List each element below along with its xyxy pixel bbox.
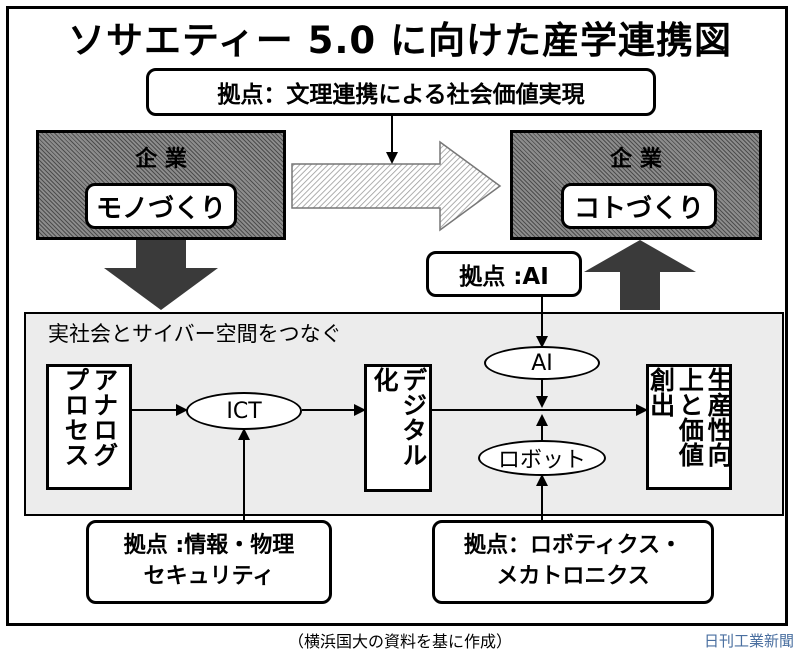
hub-robotics-line2: メカトロニクス — [496, 564, 650, 589]
hub-robotics-line1: 拠点：ロボティクス・ — [463, 533, 683, 559]
analog-process-label: アナログプロセス — [61, 367, 119, 467]
diagram-frame — [6, 6, 788, 626]
digitalization-label: デジタル化 — [370, 367, 428, 467]
productivity-label: 生産性向上と価値創出 — [646, 367, 734, 467]
down-arrow-left — [104, 240, 218, 310]
diagram-title: ソサエティー 5.0 に向けた産学連携図 — [67, 19, 733, 62]
analog-process-box: アナログプロセス — [46, 364, 132, 490]
ai-label: AI — [531, 350, 553, 376]
robot-label: ロボット — [497, 448, 586, 473]
enterprise-left-box: 企 業 モノづくり — [36, 130, 286, 240]
hub-top-box: 拠点：文理連携による社会価値実現 — [146, 68, 656, 116]
kotozukuri-pill: コトづくり — [561, 183, 717, 229]
enterprise-right-box: 企 業 コトづくり — [510, 130, 762, 240]
enterprise-left-heading: 企 業 — [135, 147, 187, 172]
hub-ai-box: 拠点 :AI — [426, 251, 582, 297]
robot-ellipse: ロボット — [478, 440, 606, 476]
ai-ellipse: AI — [484, 346, 600, 380]
up-arrow-right — [584, 240, 696, 310]
hub-info-line1: 拠点 :情報・物理 — [123, 533, 295, 559]
hub-info-line2: セキュリティ — [143, 564, 275, 589]
publisher-credit: 日刊工業新聞 — [703, 632, 794, 650]
servitization-arrow — [291, 140, 502, 232]
ict-ellipse: ICT — [186, 392, 302, 430]
source-caption: （横浜国大の資料を基に作成） — [287, 632, 512, 651]
productivity-box: 生産性向上と価値創出 — [646, 364, 734, 490]
hub-info-security-box: 拠点 :情報・物理 セキュリティ — [86, 520, 332, 604]
ict-label: ICT — [226, 398, 262, 424]
enterprise-right-heading: 企 業 — [610, 147, 662, 172]
digitalization-box: デジタル化 — [364, 364, 432, 492]
hub-top-label: 拠点：文理連携による社会価値実現 — [217, 82, 585, 108]
panel-label: 実社会とサイバー空間をつなぐ — [48, 322, 342, 346]
monozukuri-pill: モノづくり — [85, 183, 237, 229]
hub-ai-label: 拠点 :AI — [459, 264, 549, 290]
hub-robotics-box: 拠点：ロボティクス・ メカトロニクス — [432, 520, 714, 604]
